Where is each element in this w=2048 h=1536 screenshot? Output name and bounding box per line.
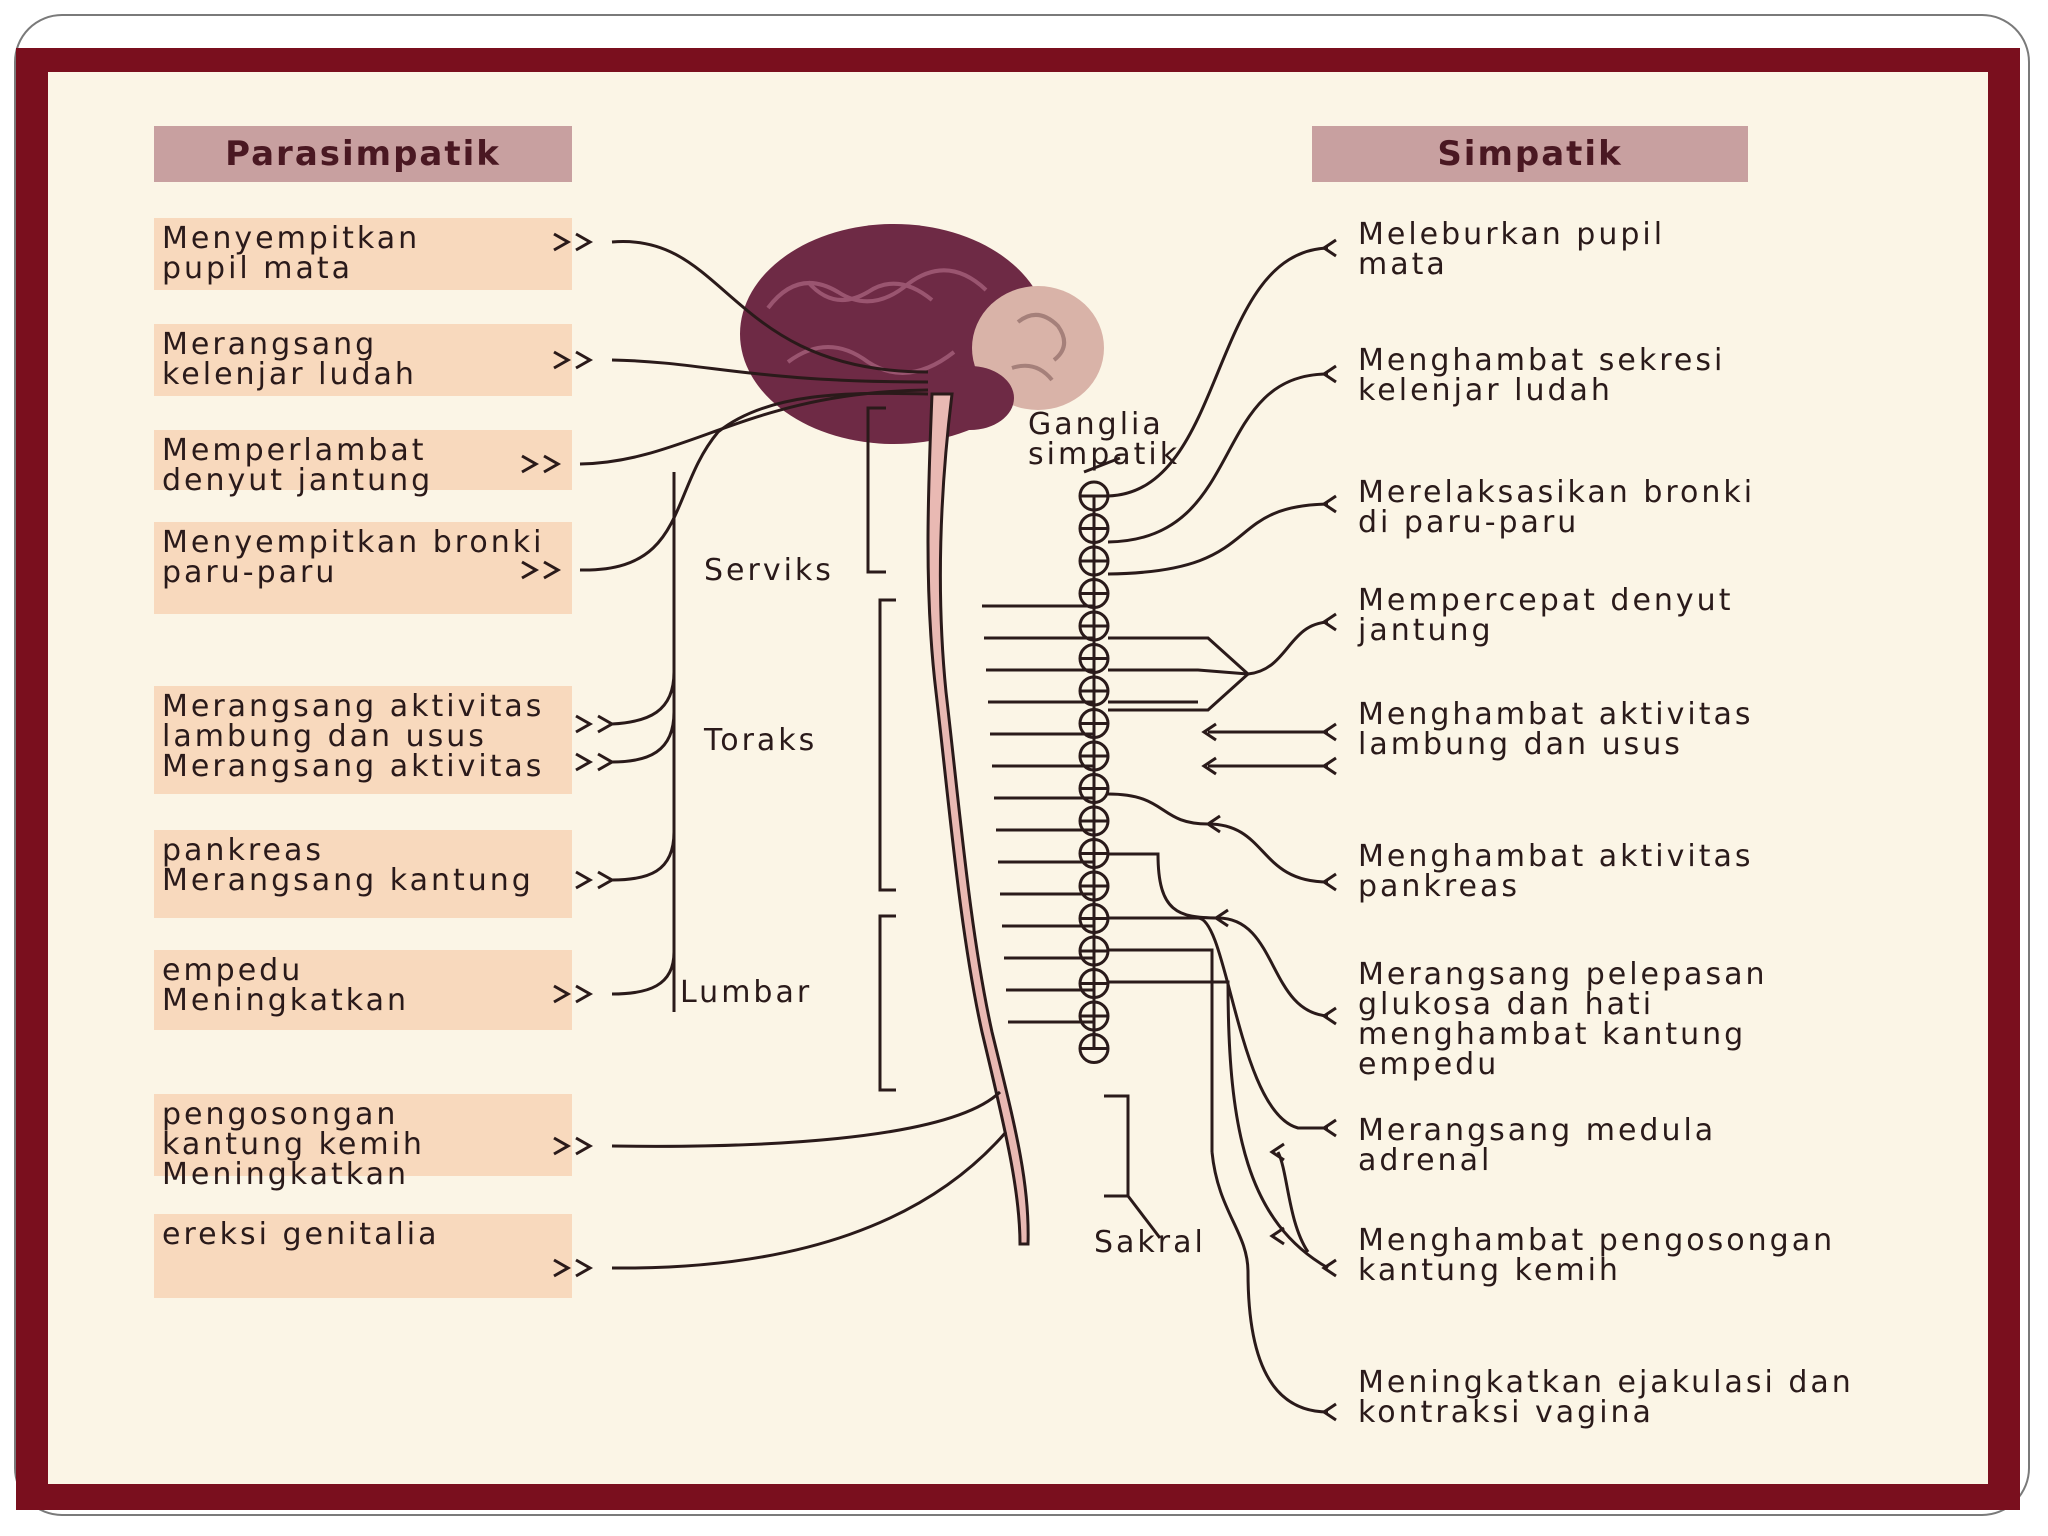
parasympathetic-header: Parasimpatik bbox=[154, 126, 572, 182]
symp-function-glucose: Merangsang pelepasan glukosa dan hati me… bbox=[1358, 957, 1768, 1082]
cord-chain-fibres bbox=[982, 604, 1094, 1024]
toraks-label: Toraks bbox=[704, 723, 818, 758]
symp-function-bladder: Menghambat pengosongan kantung kemih bbox=[1358, 1223, 1836, 1288]
symp-function-ejaculation: Meningkatkan ejakulasi dan kontraksi vag… bbox=[1358, 1365, 1854, 1430]
symp-function-pancreas: Menghambat aktivitas pankreas bbox=[1358, 839, 1754, 904]
spinal-cord bbox=[926, 392, 1030, 1246]
sympathetic-nerves bbox=[1107, 246, 1329, 1414]
ganglia-chain bbox=[1078, 480, 1110, 1064]
arrowheads bbox=[521, 232, 1337, 1422]
lumbar-label: Lumbar bbox=[680, 975, 813, 1010]
para-function-bronchi: Menyempitkan bronki paru-paru bbox=[154, 522, 572, 614]
symp-function-stomach: Menghambat aktivitas lambung dan usus bbox=[1358, 697, 1754, 762]
para-function-bladder: pengosongan kantung kemih Meningkatkan bbox=[154, 1094, 572, 1190]
sympathetic-header: Simpatik bbox=[1312, 126, 1748, 182]
symp-function-saliva: Menghambat sekresi kelenjar ludah bbox=[1358, 343, 1726, 408]
para-function-pupil: Menyempitkan pupil mata bbox=[154, 218, 572, 290]
brain-illustration bbox=[740, 224, 1104, 444]
para-function-pancreas: pankreas Merangsang kantung bbox=[154, 830, 572, 918]
diagram-panel: Parasimpatik Simpatik Menyempitkan pupil… bbox=[48, 72, 1988, 1484]
para-function-genitalia: ereksi genitalia bbox=[154, 1214, 572, 1298]
parasympathetic-nerves bbox=[579, 240, 1008, 1270]
sakral-label: Sakral bbox=[1094, 1225, 1206, 1260]
symp-function-adrenal: Merangsang medula adrenal bbox=[1358, 1113, 1717, 1178]
nervous-system-diagram bbox=[521, 224, 1337, 1422]
para-function-heart: Memperlambat denyut jantung bbox=[154, 430, 572, 496]
region-brackets bbox=[866, 406, 1162, 1239]
symp-function-pupil: Meleburkan pupil mata bbox=[1358, 217, 1666, 282]
symp-function-heart: Mempercepat denyut jantung bbox=[1358, 583, 1734, 648]
symp-function-bronchi: Merelaksasikan bronki di paru-paru bbox=[1358, 475, 1756, 540]
para-function-stomach: Merangsang aktivitas lambung dan usus Me… bbox=[154, 686, 572, 794]
para-function-gallbladder: empedu Meningkatkan bbox=[154, 950, 572, 1030]
serviks-label: Serviks bbox=[704, 553, 834, 588]
para-function-saliva: Merangsang kelenjar ludah bbox=[154, 324, 572, 396]
